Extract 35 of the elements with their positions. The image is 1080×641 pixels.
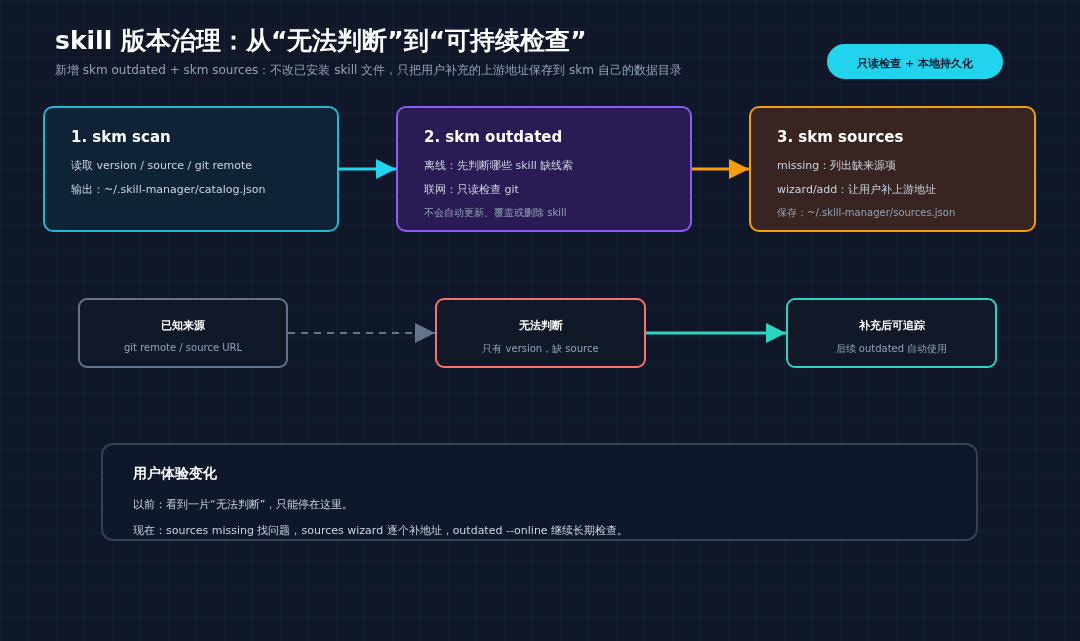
arrow [287, 323, 436, 343]
badge [827, 44, 1003, 79]
info-panel [101, 443, 978, 541]
arrow [692, 159, 749, 179]
step-card [749, 106, 1036, 232]
card-title: 1. skm scan [71, 128, 171, 146]
arrow [339, 159, 396, 179]
body-text: 离线：先判断哪些 skill 缺线索 [424, 158, 574, 173]
state-box [435, 298, 646, 368]
box-title: 补充后可追踪 [857, 318, 926, 333]
arrow [646, 323, 786, 343]
note-text: 保存：~/.skill-manager/sources.json [777, 206, 956, 220]
state-box [78, 298, 288, 368]
body-text: 现在：sources missing 找问题，sources wizard 逐个补地址，outdated --online 继续长期检查。 [133, 523, 629, 538]
body-text: 读取 version / source / git remote [71, 158, 253, 173]
body-text: 以前：看到一片“无法判断”，只能停在这里。 [133, 497, 354, 512]
body-text: missing：列出缺来源项 [777, 158, 897, 173]
step-card [396, 106, 692, 232]
state-box [786, 298, 997, 368]
card-title: 3. skm sources [777, 128, 904, 146]
body-text: 输出：~/.skill-manager/catalog.json [71, 182, 266, 197]
body-text: 联网：只读检查 git [424, 182, 519, 197]
box-subtitle: git remote / source URL [122, 342, 244, 353]
body-text: wizard/add：让用户补上游地址 [777, 182, 937, 197]
badge-text: 只读检查 + 本地持久化 [856, 56, 974, 71]
box-title: 无法判断 [517, 318, 564, 333]
page-title: skill 版本治理：从“无法判断”到“可持续检查” [55, 25, 587, 57]
panel-title: 用户体验变化 [133, 465, 217, 483]
box-subtitle: 后续 outdated 自动使用 [834, 342, 949, 356]
step-card [43, 106, 339, 232]
note-text: 不会自动更新、覆盖或删除 skill [424, 206, 567, 220]
box-subtitle: 只有 version，缺 source [481, 342, 600, 356]
box-title: 已知来源 [160, 318, 206, 333]
subtitle: 新增 skm outdated + skm sources：不改已安装 skill 文件，只把用户补充的上游地址保存到 skm 自己的数据目录 [55, 62, 682, 79]
card-title: 2. skm outdated [424, 128, 563, 146]
